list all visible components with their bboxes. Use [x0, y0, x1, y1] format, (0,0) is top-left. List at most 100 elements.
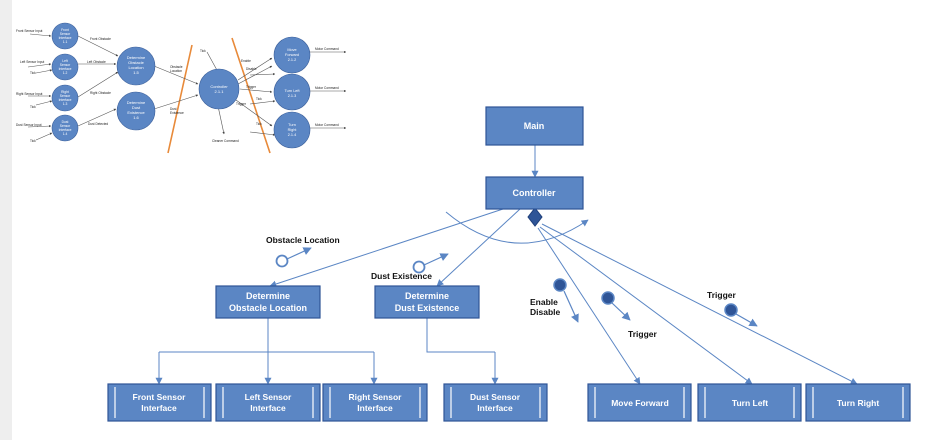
- flow-left-obstacle: Left Obstacle: [87, 60, 106, 64]
- flow-tick-a: Tick: [256, 97, 262, 101]
- bubble-front-sensor: [51, 22, 79, 50]
- couple-trigger-1-label: Trigger: [628, 329, 658, 339]
- bubble-dust-sensor: [51, 114, 79, 142]
- flow-obstacle-location-l2: Location: [170, 69, 182, 73]
- module-turn-left-label: Turn Left: [732, 398, 768, 408]
- flow-front-input: Front Sensor Input: [16, 29, 43, 33]
- bubble-determine-dust: [116, 91, 156, 131]
- flow-dust-detected: Dust Detected: [88, 122, 108, 126]
- module-dust-sensor: [443, 383, 548, 422]
- flow-tick-3: Tick: [30, 139, 36, 143]
- bubble-determine-obstacle: [116, 46, 156, 86]
- bubble-left2-l1: Turn Left: [284, 89, 300, 93]
- bubble-left-l2: Sensor: [60, 63, 71, 67]
- bubble-move-forward: [273, 36, 311, 74]
- bubble-dust-l3: Interface: [59, 128, 72, 132]
- couple-obstacle-location-circle: [275, 254, 289, 268]
- flow-cleaner-command: Cleaner Command: [212, 139, 239, 143]
- couple-dust-existence-label: Dust Existence: [371, 271, 432, 281]
- flow-right-obstacle: Right Obstacle: [90, 91, 111, 95]
- module-turn-right: [805, 383, 911, 422]
- bubble-detdust-l1: Determine: [127, 100, 146, 105]
- flow-right-input: Right Sensor Input: [16, 92, 43, 96]
- iteration-arc: [445, 211, 589, 244]
- couple-trigger-2-dot: [724, 303, 738, 317]
- module-determine-obstacle-l2: Obstacle Location: [229, 303, 307, 313]
- bubble-front-l1: Front: [61, 28, 69, 32]
- flow-obstacle-location-l1: Obstacle: [170, 65, 183, 69]
- module-move-forward-label: Move Forward: [611, 398, 669, 408]
- module-left-sensor: [215, 383, 321, 422]
- bubble-right-sensor: [51, 84, 79, 112]
- module-right-sensor: [322, 383, 428, 422]
- bubble-right2-l3: 2.1.4: [288, 133, 296, 137]
- module-determine-dust-l1: Determine: [405, 291, 449, 301]
- bubble-detobs-l4: 1.5: [133, 70, 139, 75]
- bubble-left-sensor: [51, 53, 79, 81]
- bubble-front-l4: 1.1: [63, 40, 68, 44]
- bubble-detobs-l1: Determine: [127, 55, 146, 60]
- module-left-sensor-l1: Left Sensor: [245, 392, 292, 402]
- flow-left-input: Left Sensor Input: [20, 60, 44, 64]
- module-controller-label: Controller: [512, 188, 555, 198]
- couple-disable-label: Disable: [530, 307, 561, 317]
- module-determine-obstacle: [215, 285, 321, 319]
- bubble-detobs-l3: Location: [128, 65, 143, 70]
- module-determine-dust-l2: Dust Existence: [395, 303, 460, 313]
- flow-front-obstacle: Front Obstacle: [90, 37, 111, 41]
- flow-tick-1: Tick: [30, 71, 36, 75]
- couple-enable-disable-dot: [553, 278, 567, 292]
- data-flow-diagram: Front Sensor Interface 1.1 Left Sensor I…: [16, 22, 347, 154]
- flow-dust-existence-l2: Existence: [170, 111, 184, 115]
- bubble-controller-l2: 2.1.1: [215, 89, 225, 94]
- decision-diamond: [527, 207, 543, 227]
- boundary-line-left: [167, 44, 193, 154]
- module-dust-sensor-l2: Interface: [477, 403, 513, 413]
- flow-dust-existence-l1: Dust: [170, 107, 177, 111]
- bubble-right-l4: 1.3: [63, 102, 68, 106]
- module-determine-dust: [374, 285, 480, 319]
- flow-trigger-a: Trigger: [246, 85, 257, 89]
- bubble-left-l1: Left: [62, 59, 68, 63]
- module-determine-obstacle-l1: Determine: [246, 291, 290, 301]
- flow-tick-controller: Tick: [200, 49, 206, 53]
- module-front-sensor-l1: Front Sensor: [133, 392, 187, 402]
- bubble-controller: [198, 68, 240, 110]
- module-turn-left: [697, 383, 802, 422]
- module-controller: [485, 176, 584, 210]
- bubble-dust-l1: Dust: [62, 120, 69, 124]
- bubble-left-l3: Interface: [59, 67, 72, 71]
- module-left-sensor-l2: Interface: [250, 403, 286, 413]
- flow-dust-input: Dust Sensor Input: [16, 123, 42, 127]
- flow-tick-2: Tick: [30, 105, 36, 109]
- bubble-left-l4: 1.2: [63, 71, 68, 75]
- module-right-sensor-l2: Interface: [357, 403, 393, 413]
- module-front-sensor-l2: Interface: [141, 403, 177, 413]
- module-turn-right-label: Turn Right: [837, 398, 879, 408]
- module-dust-sensor-l1: Dust Sensor: [470, 392, 521, 402]
- bubble-detobs-l2: Obstacle: [128, 60, 145, 65]
- bubble-right-l2: Sensor: [60, 94, 71, 98]
- bubble-front-l3: Interface: [59, 36, 72, 40]
- bubble-right2-l2: Right: [288, 128, 298, 132]
- bubble-right2-l1: Turn: [288, 123, 296, 127]
- flow-disable: Disable: [246, 67, 257, 71]
- bubble-dust-l2: Sensor: [60, 124, 71, 128]
- flow-motor-2: Motor Command: [315, 86, 339, 90]
- bubble-right-l3: Interface: [59, 98, 72, 102]
- flow-motor-3: Motor Command: [315, 123, 339, 127]
- flow-enable: Enable: [241, 59, 251, 63]
- bubble-dust-l4: 1.4: [63, 132, 68, 136]
- bubble-move-l1: Move: [287, 48, 296, 52]
- bubble-turn-right: [273, 111, 311, 149]
- module-front-sensor: [107, 383, 212, 422]
- bubble-move-l3: 2.1.2: [288, 58, 296, 62]
- couple-trigger-2-label: Trigger: [707, 290, 737, 300]
- flow-motor-1: Motor Command: [315, 47, 339, 51]
- couple-enable-label: Enable: [530, 297, 558, 307]
- bubble-right-l1: Right: [61, 90, 69, 94]
- module-main-label: Main: [524, 121, 545, 131]
- bubble-detdust-l3: Existence: [127, 110, 145, 115]
